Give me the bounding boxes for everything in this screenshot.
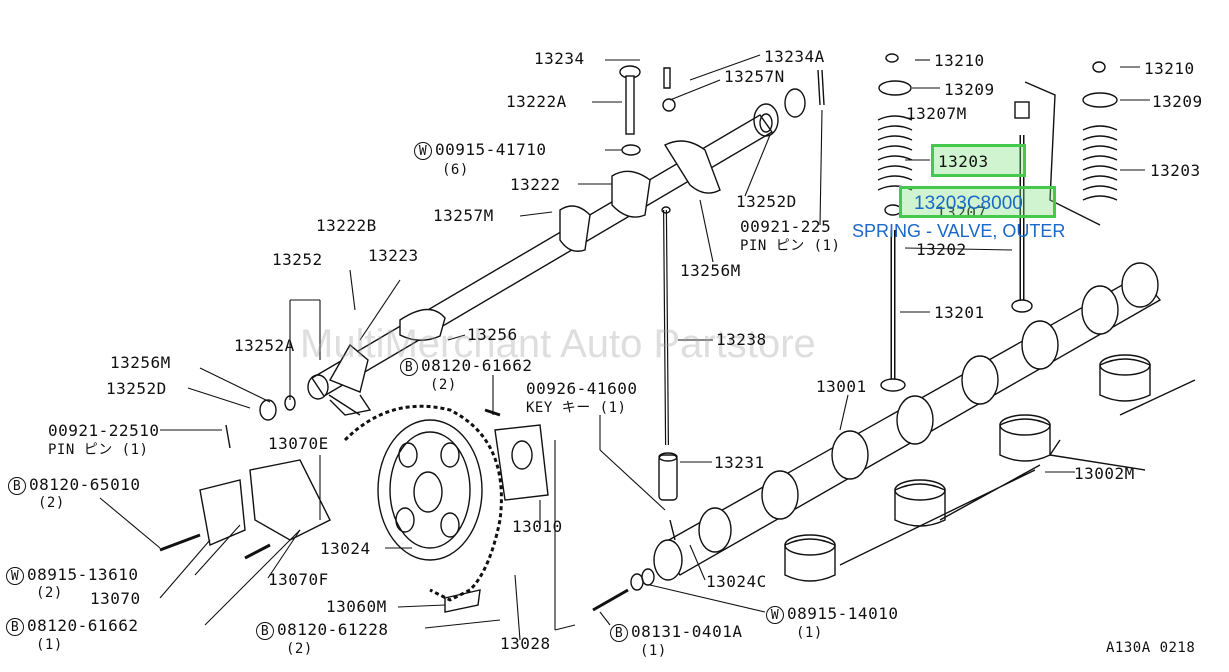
label-13070e[interactable]: 13070E — [268, 434, 329, 453]
qty-08131-0401a: (1) — [640, 643, 667, 659]
label-13001[interactable]: 13001 — [816, 377, 867, 396]
bolt-mark: B — [6, 617, 24, 636]
label-13202[interactable]: 13202 — [916, 240, 967, 259]
bolt-13222a-drawing — [619, 65, 676, 156]
label-13257m[interactable]: 13257M — [433, 206, 494, 225]
label-13223[interactable]: 13223 — [368, 246, 419, 265]
label-13222[interactable]: 13222 — [510, 175, 561, 194]
label-13207m[interactable]: 13207M — [906, 104, 967, 123]
label-13256[interactable]: 13256 — [467, 325, 518, 344]
label-13234[interactable]: 13234 — [534, 49, 585, 68]
valve-assembly-drawing — [877, 53, 1118, 392]
plugs-drawing — [753, 69, 825, 137]
label-13210-a[interactable]: 13210 — [934, 51, 985, 70]
label-13070f[interactable]: 13070F — [268, 570, 329, 589]
label-13252a[interactable]: 13252A — [234, 336, 295, 355]
bolt-mark: B — [8, 476, 26, 495]
qty-08120-61662-mid: (2) — [430, 377, 457, 393]
label-13060m[interactable]: 13060M — [326, 597, 387, 616]
qty-08915-13610: (2) — [36, 585, 63, 601]
camshaft-drawing — [653, 262, 1162, 581]
rocker-shaft-drawing — [307, 113, 774, 416]
label-13010[interactable]: 13010 — [512, 517, 563, 536]
label-13209-a[interactable]: 13209 — [944, 80, 995, 99]
label-00926-41600[interactable]: 00926-41600 — [526, 379, 638, 398]
label-13257n[interactable]: 13257N — [724, 67, 785, 86]
washer-mark: W — [766, 605, 784, 624]
selected-part-callout[interactable]: 13203 — [931, 144, 1026, 177]
figure-code: A130A 0218 — [1106, 640, 1196, 656]
label-00921-225[interactable]: 00921-225 — [740, 217, 832, 236]
leader-lines — [99, 54, 1150, 641]
selected-ref-label: 13203 — [938, 152, 989, 171]
qty-08120-61228: (2) — [286, 641, 313, 657]
qty-08915-14010: (1) — [796, 625, 823, 641]
pin-label-top: PIN ピン (1) — [740, 238, 841, 254]
label-13203-b[interactable]: 13203 — [1150, 161, 1201, 180]
label-13024c[interactable]: 13024C — [706, 572, 767, 591]
label-13238[interactable]: 13238 — [716, 330, 767, 349]
bolt-mark: B — [256, 621, 274, 640]
label-13256m-top[interactable]: 13256M — [680, 261, 741, 280]
sprocket-chain-drawing — [343, 404, 503, 602]
front-bolts-drawing — [592, 519, 676, 612]
qty-08120-65010: (2) — [38, 495, 65, 511]
label-13234a[interactable]: 13234A — [764, 47, 825, 66]
label-13210-b[interactable]: 13210 — [1144, 59, 1195, 78]
label-13231[interactable]: 13231 — [714, 453, 765, 472]
label-13028[interactable]: 13028 — [500, 634, 551, 653]
cam-followers-drawing — [784, 354, 1196, 582]
watermark: MultiMerchant Auto Partstore — [300, 322, 816, 366]
label-13252[interactable]: 13252 — [272, 250, 323, 269]
pushrod-drawing — [658, 206, 678, 501]
label-00921-22510[interactable]: 00921-22510 — [48, 421, 160, 440]
label-13222b[interactable]: 13222B — [316, 216, 377, 235]
part-number-box[interactable]: 13203C8000 — [899, 186, 1056, 218]
bolt-mark: B — [610, 623, 628, 642]
label-13256m-left[interactable]: 13256M — [110, 353, 171, 372]
label-13024[interactable]: 13024 — [320, 539, 371, 558]
bolt-mark: B — [400, 357, 418, 376]
label-13222a[interactable]: 13222A — [506, 92, 567, 111]
pin-label-left: PIN ピン (1) — [48, 442, 149, 458]
qty-08120-61662-bot: (1) — [36, 637, 63, 653]
label-13002m[interactable]: 13002M — [1074, 464, 1135, 483]
label-13201[interactable]: 13201 — [934, 303, 985, 322]
label-13252d-left[interactable]: 13252D — [106, 379, 167, 398]
label-13070[interactable]: 13070 — [90, 589, 141, 608]
label-13209-b[interactable]: 13209 — [1152, 92, 1203, 111]
tensioner-drawing — [159, 395, 549, 613]
key-label: KEY キー (1) — [526, 400, 627, 416]
part-number: 13203C8000 — [914, 193, 1023, 214]
label-13252d-top[interactable]: 13252D — [736, 192, 797, 211]
part-description: SPRING - VALVE, OUTER — [852, 221, 1066, 241]
washer-mark: W — [414, 141, 432, 160]
washer-mark: W — [6, 566, 24, 585]
qty-00915-41710: (6) — [442, 162, 469, 178]
